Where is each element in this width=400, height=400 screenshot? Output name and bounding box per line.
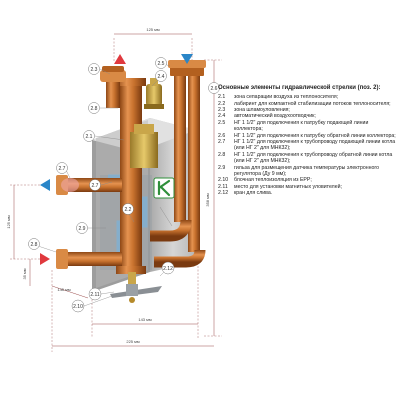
arrow-up-red-icon <box>114 54 126 64</box>
legend-panel: Основные элементы гидравлической стрелки… <box>218 85 396 197</box>
dim-total-height: 358 мм <box>205 193 210 207</box>
legend-item: 2.3 зона шламоуловления; <box>218 107 396 113</box>
callout-2-2: 2.2 <box>122 203 134 215</box>
callout-2-6: 2.6 <box>208 82 220 94</box>
dim-side-height: 125 мм <box>6 215 11 229</box>
dimension-lines: 125 мм 358 мм 125 мм 35 мм 145 мм 143 мм… <box>6 27 222 352</box>
dim-overall-width: 225 мм <box>126 339 140 344</box>
legend-item-number: 2.10 <box>218 177 229 184</box>
separator-column <box>116 78 146 274</box>
legend-item-text: зона сепарации воздуха из теплоносителя; <box>234 94 339 101</box>
dim-depth: 145 мм <box>57 287 71 292</box>
legend-item: 2.10 блочная теплоизоляция из EPP; <box>218 177 396 183</box>
callout-2-11: 2.11 <box>88 287 102 301</box>
callout-2-3: 2.3 <box>88 63 100 75</box>
svg-text:2.10: 2.10 <box>73 304 83 310</box>
arrow-left-blue-icon <box>40 179 50 191</box>
legend-item: 2.11 место для установки магнитных уловит… <box>218 184 396 190</box>
callout-2-10: 2.10 <box>71 299 85 313</box>
svg-text:2.7: 2.7 <box>92 183 99 189</box>
arrow-down-blue-icon <box>181 54 193 64</box>
callout-2-4: 2.4 <box>155 70 167 82</box>
callout-2-12: 2.12 <box>161 261 175 275</box>
legend-item-number: 2.3 <box>218 107 226 114</box>
legend-item-number: 2.7 <box>218 139 226 146</box>
legend-item-text: автоматический воздухоотводчик; <box>234 113 316 120</box>
separator-valve-block <box>130 124 158 168</box>
kvarta-logo-icon <box>153 177 175 199</box>
drain-valve <box>110 272 162 303</box>
legend-item: 2.1 зона сепарации воздуха из теплоносите… <box>218 94 396 100</box>
riser-pipes <box>150 60 206 268</box>
legend-item-text: гильза для размещения датчика температур… <box>234 164 380 178</box>
flow-arrows <box>40 54 193 265</box>
legend-item-number: 2.1 <box>218 94 226 101</box>
legend-item-text: лабиринт для компактной стабилизации пот… <box>234 100 391 107</box>
legend-item: 2.5 НГ 1 1/2" для подключения к патрубку … <box>218 120 396 133</box>
legend-item-number: 2.9 <box>218 164 226 171</box>
callout-2-8-bottom: 2.8 <box>28 238 40 250</box>
legend-item: 2.4 автоматический воздухоотводчик; <box>218 113 396 119</box>
callout-2-7-upper: 2.7 <box>56 162 68 174</box>
legend-list: 2.1 зона сепарации воздуха из теплоносите… <box>218 94 396 197</box>
callout-2-1: 2.1 <box>83 130 95 142</box>
dim-top-width: 125 мм <box>146 27 160 32</box>
legend-item-text: НГ 1 1/2" для подключения к патрубку под… <box>234 119 369 133</box>
callout-leaders <box>37 62 173 307</box>
legend-item-number: 2.11 <box>218 183 228 190</box>
svg-text:2.7: 2.7 <box>59 166 66 172</box>
legend-item: 2.6 НГ 1 1/2" для подключения к патрубку … <box>218 133 396 139</box>
legend-item: 2.9 гильза для размещения датчика темпера… <box>218 165 396 178</box>
callout-2-8-top: 2.8 <box>88 102 100 114</box>
legend-item-number: 2.5 <box>218 119 226 126</box>
svg-text:2.6: 2.6 <box>211 86 218 92</box>
dim-base-width: 143 мм <box>138 317 152 322</box>
legend-item-text: НГ 1 1/2" для подключения к трубопроводу… <box>234 139 396 152</box>
legend-item-number: 2.4 <box>218 113 226 120</box>
legend-item-number: 2.12 <box>218 190 229 197</box>
legend-item-number: 2.2 <box>218 100 226 107</box>
svg-text:2.8: 2.8 <box>31 242 38 248</box>
legend-item-text: блочная теплоизоляция из EPP; <box>234 177 312 184</box>
svg-text:2.9: 2.9 <box>79 226 86 232</box>
legend-item-text: кран для слива. <box>234 190 273 197</box>
svg-text:2.12: 2.12 <box>163 266 173 272</box>
svg-text:2.1: 2.1 <box>86 134 93 140</box>
legend-item-text: НГ 1 1/2" для подключения к патрубку обр… <box>234 132 396 139</box>
svg-text:2.3: 2.3 <box>91 67 98 73</box>
legend-item-text: место для установки магнитных уловителей… <box>234 183 342 190</box>
legend-item-number: 2.6 <box>218 132 226 139</box>
legend-item-number: 2.8 <box>218 151 226 158</box>
callout-2-5: 2.5 <box>155 57 167 69</box>
legend-item-text: зона шламоуловления; <box>234 107 290 114</box>
legend-item: 2.2 лабиринт для компактной стабилизации … <box>218 101 396 107</box>
legend-item: 2.8 НГ 1 1/2" для подключения к трубопров… <box>218 152 396 165</box>
callout-2-9: 2.9 <box>76 222 88 234</box>
svg-text:2.2: 2.2 <box>125 207 132 213</box>
svg-text:2.4: 2.4 <box>158 74 165 80</box>
legend-item: 2.7 НГ 1 1/2" для подключения к трубопров… <box>218 139 396 152</box>
legend-item-text: НГ 1 1/2" для подключения к трубопроводу… <box>234 151 393 165</box>
legend-item: 2.12 кран для слива. <box>218 190 396 196</box>
legend-title: Основные элементы гидравлической стрелки… <box>218 85 381 91</box>
left-top-pipe <box>100 66 126 108</box>
svg-text:2.8: 2.8 <box>91 106 98 112</box>
callouts: 2.3 2.5 2.6 2.4 2.8 2.1 2.7 2.7 2.9 2.2 … <box>28 57 220 313</box>
dim-side-offset: 35 мм <box>22 268 27 279</box>
svg-text:2.11: 2.11 <box>90 292 100 298</box>
arrow-right-red-icon <box>40 253 50 265</box>
boiler-connections <box>56 175 122 269</box>
callout-2-7-lower: 2.7 <box>89 179 101 191</box>
svg-text:2.5: 2.5 <box>158 61 165 67</box>
air-vent <box>144 78 164 109</box>
